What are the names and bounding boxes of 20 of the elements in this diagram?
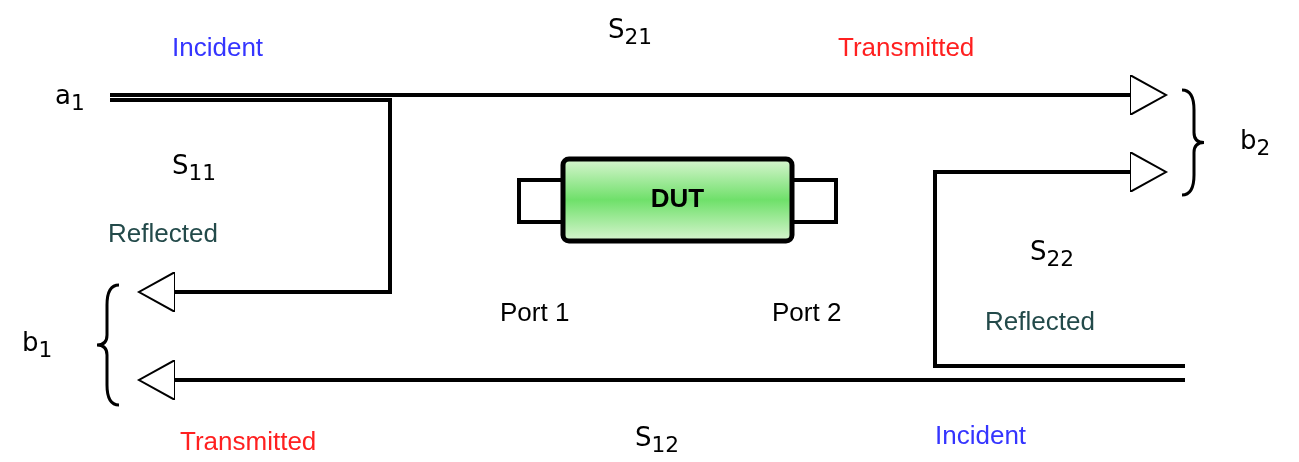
wave-label: Reflected <box>985 306 1095 337</box>
wave-label: Incident <box>935 420 1027 451</box>
parameter-label: S$_{22}$ <box>1030 236 1075 272</box>
signal-arrow <box>110 98 392 313</box>
port-label: Port 1 <box>500 297 570 328</box>
port-label: Port 2 <box>772 297 842 328</box>
wave-label: Transmitted <box>838 32 975 63</box>
wave-label: Transmitted <box>180 426 317 457</box>
parameter-label: S$_{12}$ <box>635 422 680 458</box>
wave-label: Incident <box>172 32 264 63</box>
wave-label: b$_{1}$ <box>22 327 53 363</box>
signal-arrow <box>933 151 1185 368</box>
wave-label: a$_{1}$ <box>50 75 110 120</box>
device-label: DUT <box>649 183 706 214</box>
parameter-label: S$_{21}$ <box>608 14 653 50</box>
wave-label: Reflected <box>108 218 218 249</box>
signal-arrow <box>138 359 1185 401</box>
signal-arrow <box>110 74 1167 116</box>
wave-label: b$_{2}$ <box>1240 124 1271 160</box>
parameter-label: S$_{11}$ <box>172 150 217 186</box>
